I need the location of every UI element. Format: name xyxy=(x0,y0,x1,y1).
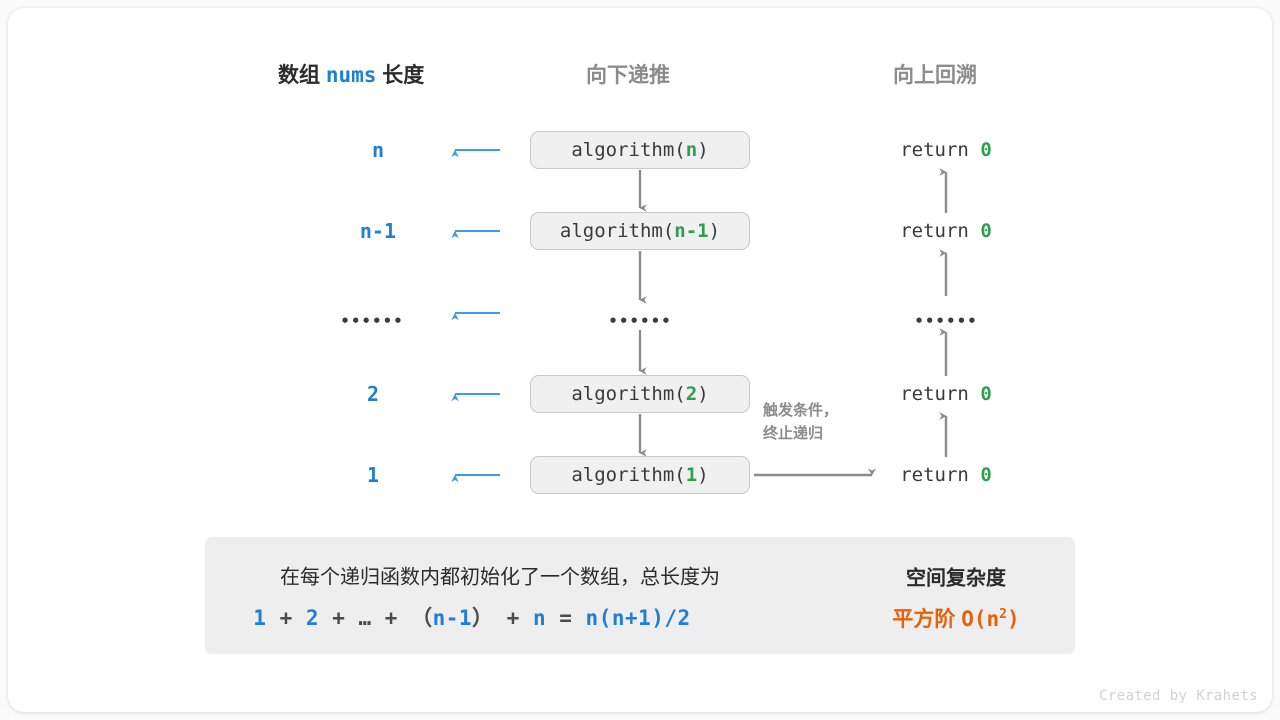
complexity-value-cn: 平方阶 xyxy=(892,608,956,631)
call-box-suffix: ) xyxy=(697,139,709,161)
formula-part-9: + xyxy=(493,606,533,630)
termination-note-line-2: 终止递归 xyxy=(763,425,824,443)
complexity-big-o: O(n xyxy=(961,607,1000,631)
header-left: 数组 nums 长度 xyxy=(278,59,424,89)
call-box-row-0[interactable]: algorithm(n) xyxy=(530,131,750,169)
formula-part-11: = xyxy=(546,606,586,630)
formula-part-8: ） xyxy=(472,606,494,630)
credit-label: Created by Krahets xyxy=(1099,688,1258,704)
header-right: 向上回溯 xyxy=(893,64,977,87)
call-box-arg: 2 xyxy=(685,383,698,405)
complexity-title: 空间复杂度 xyxy=(906,567,1006,590)
call-ellipsis-row-2: •••••• xyxy=(608,312,672,330)
summary-description: 在每个递归函数内都初始化了一个数组，总长度为 xyxy=(280,566,720,589)
return-value: 0 xyxy=(980,464,992,486)
return-value: 0 xyxy=(980,139,992,161)
complexity-value: 平方阶 O(n2) xyxy=(892,603,1019,633)
return-value: 0 xyxy=(980,220,992,242)
summary-panel xyxy=(205,537,1075,654)
return-label-row-1: return 0 xyxy=(900,220,992,242)
return-label-row-3: return 0 xyxy=(900,383,992,405)
formula-part-10: n xyxy=(532,606,547,630)
call-box-prefix: algorithm( xyxy=(559,220,675,242)
call-box-suffix: ) xyxy=(697,383,709,405)
formula-part-6: （ xyxy=(411,606,433,630)
termination-note: 触发条件， 终止递归 xyxy=(763,399,838,446)
call-box-prefix: algorithm( xyxy=(571,383,686,405)
call-box-arg: 1 xyxy=(685,464,698,486)
length-label-row-1: n-1 xyxy=(359,219,396,243)
return-text: return xyxy=(900,464,981,486)
call-box-suffix: ) xyxy=(708,220,721,242)
formula-part-0: 1 xyxy=(253,606,267,630)
formula-part-12: n(n+1)/2 xyxy=(585,606,691,630)
call-box-prefix: algorithm( xyxy=(571,139,686,161)
complexity-close-paren: ) xyxy=(1006,607,1020,631)
header-middle: 向下递推 xyxy=(586,64,670,87)
complexity-exponent: 2 xyxy=(999,607,1007,622)
return-text: return xyxy=(900,220,981,242)
return-label-row-4: return 0 xyxy=(900,464,992,486)
header-left-mono: nums xyxy=(325,63,377,87)
length-label-row-2: •••••• xyxy=(340,312,404,330)
call-box-row-3[interactable]: algorithm(2) xyxy=(530,375,750,413)
header-left-prefix: 数组 xyxy=(278,64,320,87)
formula-part-1: + xyxy=(266,606,306,630)
return-ellipsis-row-2: •••••• xyxy=(914,312,978,330)
return-text: return xyxy=(900,383,981,405)
formula-part-2: 2 xyxy=(305,606,320,630)
return-label-row-0: return 0 xyxy=(900,139,992,161)
return-text: return xyxy=(900,139,981,161)
length-label-row-3: 2 xyxy=(366,382,379,406)
call-box-arg: n-1 xyxy=(674,220,709,242)
header-left-suffix: 长度 xyxy=(382,64,425,87)
call-box-row-4[interactable]: algorithm(1) xyxy=(530,456,750,494)
length-label-row-0: n xyxy=(371,138,384,162)
summary-formula: 1 + 2 + … + （n-1） + n = n(n+1)/2 xyxy=(253,602,690,632)
return-value: 0 xyxy=(980,383,992,405)
formula-part-3: + xyxy=(319,606,359,630)
call-box-suffix: ) xyxy=(697,464,709,486)
call-box-prefix: algorithm( xyxy=(571,464,686,486)
call-box-arg: n xyxy=(685,139,698,161)
termination-note-line-1: 触发条件， xyxy=(763,402,839,419)
formula-part-4: … xyxy=(358,606,372,630)
formula-part-5: + xyxy=(371,606,412,630)
call-box-row-1[interactable]: algorithm(n-1) xyxy=(530,212,750,250)
formula-part-7: n-1 xyxy=(432,606,473,630)
length-label-row-4: 1 xyxy=(366,463,379,487)
